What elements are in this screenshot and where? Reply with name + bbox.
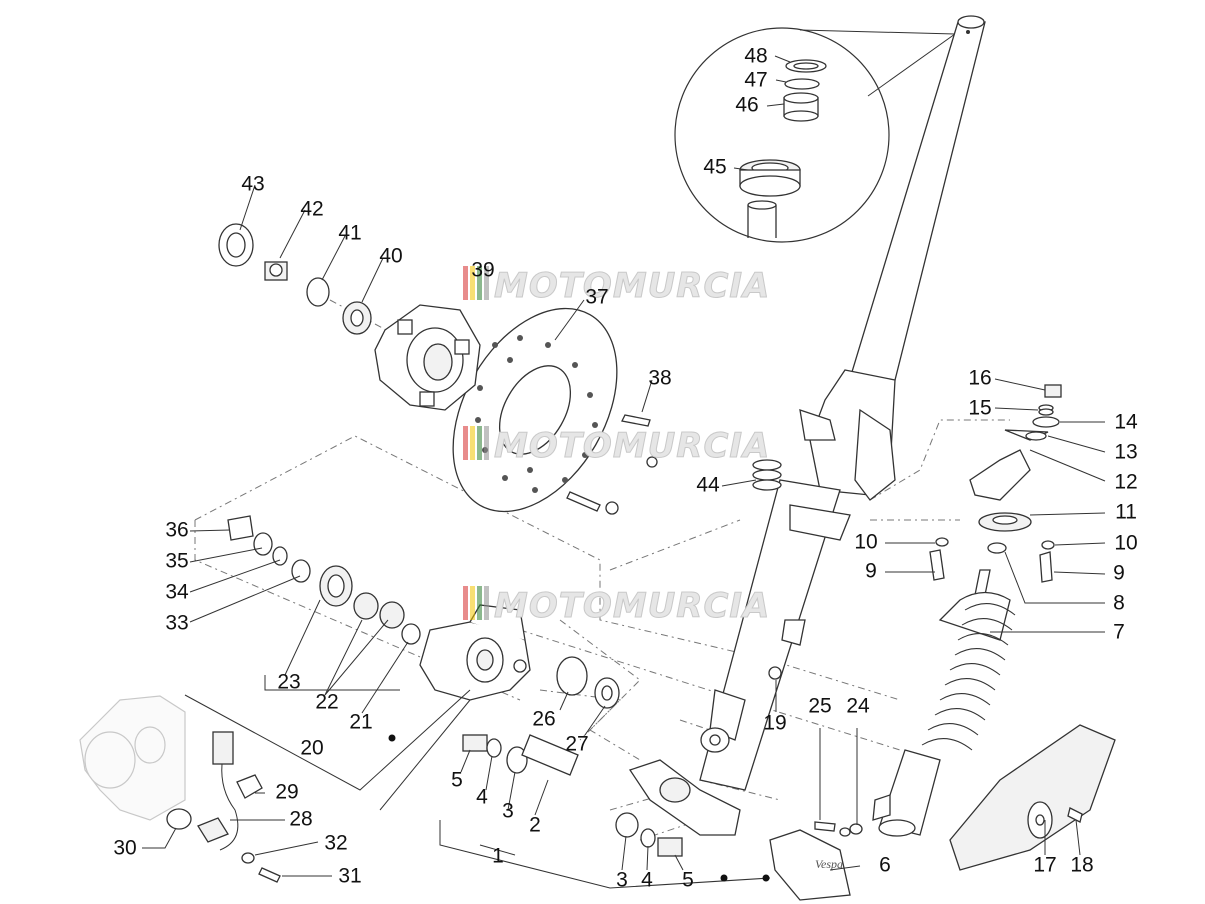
label-2: 2: [529, 814, 541, 837]
circlip-41: [306, 277, 330, 307]
label-42: 42: [300, 198, 323, 221]
bearing-ring-48: [785, 59, 827, 73]
label-22: 22: [315, 691, 338, 714]
label-11: 11: [1115, 501, 1137, 524]
mudguard-6: Vespa: [769, 829, 851, 901]
watermark-bar-red: [463, 266, 468, 300]
leader-lines: [142, 55, 1106, 889]
steering-tube-assembly: [699, 15, 986, 791]
bearing-46: [783, 92, 819, 122]
axle-bushes: [227, 515, 421, 645]
bearing-40: [342, 301, 372, 335]
clip-29: [236, 774, 263, 799]
bearing-race-45: [739, 159, 801, 197]
label-37: 37: [585, 286, 608, 309]
steering-bearing-detail: [674, 27, 956, 243]
label-46: 46: [735, 94, 758, 117]
leader-dots: [388, 734, 770, 882]
label-26: 26: [532, 708, 555, 731]
label-14: 14: [1114, 411, 1138, 434]
swing-arm-20: [419, 604, 531, 701]
shock-absorber-7: [872, 569, 1016, 837]
label-4a: 4: [476, 786, 488, 809]
washer-32: [241, 852, 255, 864]
label-5b: 5: [682, 869, 694, 892]
label-21: 21: [349, 711, 372, 734]
label-48: 48: [744, 45, 767, 68]
sensor-body: [197, 817, 229, 843]
label-9b: 9: [1113, 562, 1125, 585]
label-45: 45: [703, 156, 726, 179]
dust-cover-44: [752, 459, 782, 491]
brake-disc-37: [452, 307, 618, 513]
label-38: 38: [648, 367, 671, 390]
label-12: 12: [1114, 471, 1137, 494]
label-28: 28: [289, 808, 312, 831]
label-27: 27: [565, 733, 588, 756]
watermark: MOTOMURCIA MOTOMURCIA MOTOMURCIA: [463, 266, 770, 627]
label-39: 39: [471, 259, 494, 282]
label-23: 23: [277, 671, 300, 694]
watermark-text: MOTOMURCIA: [494, 426, 770, 466]
link-parts: [462, 656, 741, 857]
watermark-bar-green: [477, 266, 482, 300]
label-25: 25: [808, 695, 831, 718]
watermark-3: MOTOMURCIA: [463, 586, 770, 627]
label-10b: 10: [1114, 532, 1137, 555]
label-6: 6: [879, 854, 891, 877]
label-18: 18: [1070, 854, 1093, 877]
mudguard-logo: Vespa: [815, 857, 843, 871]
label-41: 41: [338, 222, 361, 245]
watermark-1: MOTOMURCIA: [463, 266, 770, 307]
label-16: 16: [968, 367, 991, 390]
watermark-bar-gray: [484, 266, 489, 300]
label-40: 40: [379, 245, 402, 268]
label-7: 7: [1113, 621, 1125, 644]
label-30: 30: [113, 837, 136, 860]
label-35: 35: [165, 550, 188, 573]
washer-47: [784, 78, 820, 90]
label-33: 33: [165, 612, 188, 635]
label-17: 17: [1033, 854, 1056, 877]
label-5a: 5: [451, 769, 463, 792]
label-44: 44: [696, 474, 720, 497]
label-9a: 9: [865, 560, 877, 583]
label-4b: 4: [641, 869, 653, 892]
label-3a: 3: [502, 800, 514, 823]
label-47: 47: [744, 69, 767, 92]
bolt-31: [258, 867, 281, 883]
watermark-text: MOTOMURCIA: [494, 266, 770, 306]
label-1: 1: [492, 845, 504, 868]
label-32: 32: [324, 832, 347, 855]
label-10a: 10: [854, 531, 877, 554]
label-13: 13: [1114, 441, 1137, 464]
label-43: 43: [241, 173, 264, 196]
disc-bolts-38: [566, 414, 658, 515]
wheel-hub-39: [374, 304, 481, 411]
watermark-bar-yellow: [470, 266, 475, 300]
ring-43: [218, 223, 254, 267]
label-3b: 3: [616, 869, 628, 892]
label-20: 20: [300, 737, 323, 760]
nut-42: [264, 261, 288, 281]
cover-17: [949, 724, 1116, 871]
grommet-30: [166, 808, 192, 830]
label-24: 24: [846, 695, 870, 718]
watermark-2: MOTOMURCIA: [463, 426, 770, 467]
top-mount-parts: [929, 384, 1062, 583]
sensor-connector-28: [212, 731, 239, 851]
watermark-text: MOTOMURCIA: [494, 586, 770, 626]
label-31: 31: [338, 865, 361, 888]
label-19: 19: [763, 712, 786, 735]
label-8: 8: [1113, 592, 1125, 615]
brake-caliper-ghost: [79, 695, 186, 821]
label-15: 15: [968, 397, 991, 420]
label-36: 36: [165, 519, 188, 542]
part-labels: 43 42 41 40 39 37 38 44 48 47 46 45 36 3…: [113, 45, 1138, 892]
label-34: 34: [165, 581, 189, 604]
label-29: 29: [275, 781, 298, 804]
